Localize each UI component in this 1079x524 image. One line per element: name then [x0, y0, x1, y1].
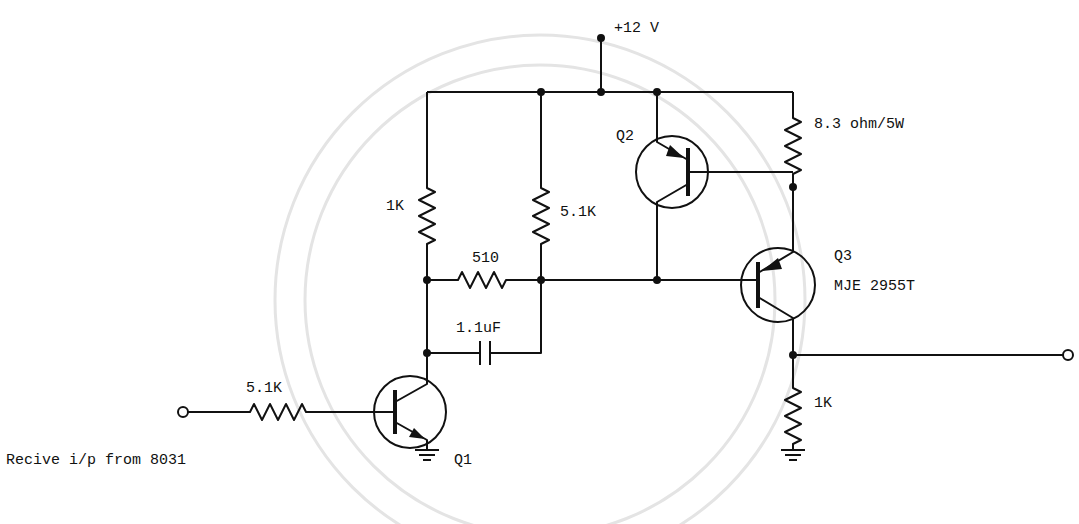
component-label: Q2 [614, 128, 636, 145]
component-label: Recive i/p from 8031 [4, 452, 188, 469]
capacitor-symbol [427, 280, 541, 365]
component-label: +12 V [612, 20, 661, 37]
junction-dot [538, 277, 544, 283]
resistor-symbol [427, 272, 541, 288]
transistor-symbol [741, 187, 815, 355]
component-label: Q3 [832, 248, 854, 265]
supply-terminal [598, 35, 604, 41]
component-label: 1.1uF [454, 320, 503, 337]
resistor-symbol [188, 404, 372, 420]
junction-dot [598, 89, 604, 95]
component-label: 8.3 ohm/5W [812, 116, 906, 133]
junction-dot [538, 89, 544, 95]
wire [793, 354, 1063, 356]
component-label: 1K [384, 198, 406, 215]
transistor-symbol [636, 92, 793, 280]
wire [541, 279, 758, 281]
watermark-seal [275, 35, 805, 524]
component-label: Q1 [452, 452, 474, 469]
ground-symbol [415, 450, 439, 460]
component-label: 5.1K [558, 204, 598, 221]
resistor-symbol [533, 92, 549, 280]
resistor-symbol [419, 92, 435, 280]
supply-wire [427, 40, 793, 92]
component-label: 1K [812, 395, 834, 412]
component-label: MJE 2955T [832, 278, 917, 295]
output-terminal [1063, 350, 1073, 360]
component-label: 510 [470, 250, 501, 267]
transistor-symbol [372, 353, 446, 450]
input-terminal [178, 407, 188, 417]
junction-dot [424, 277, 430, 283]
component-label: 5.1K [244, 380, 284, 397]
resistor-symbol [785, 92, 801, 187]
ground-symbol [781, 450, 805, 460]
resistor-symbol [785, 355, 801, 450]
